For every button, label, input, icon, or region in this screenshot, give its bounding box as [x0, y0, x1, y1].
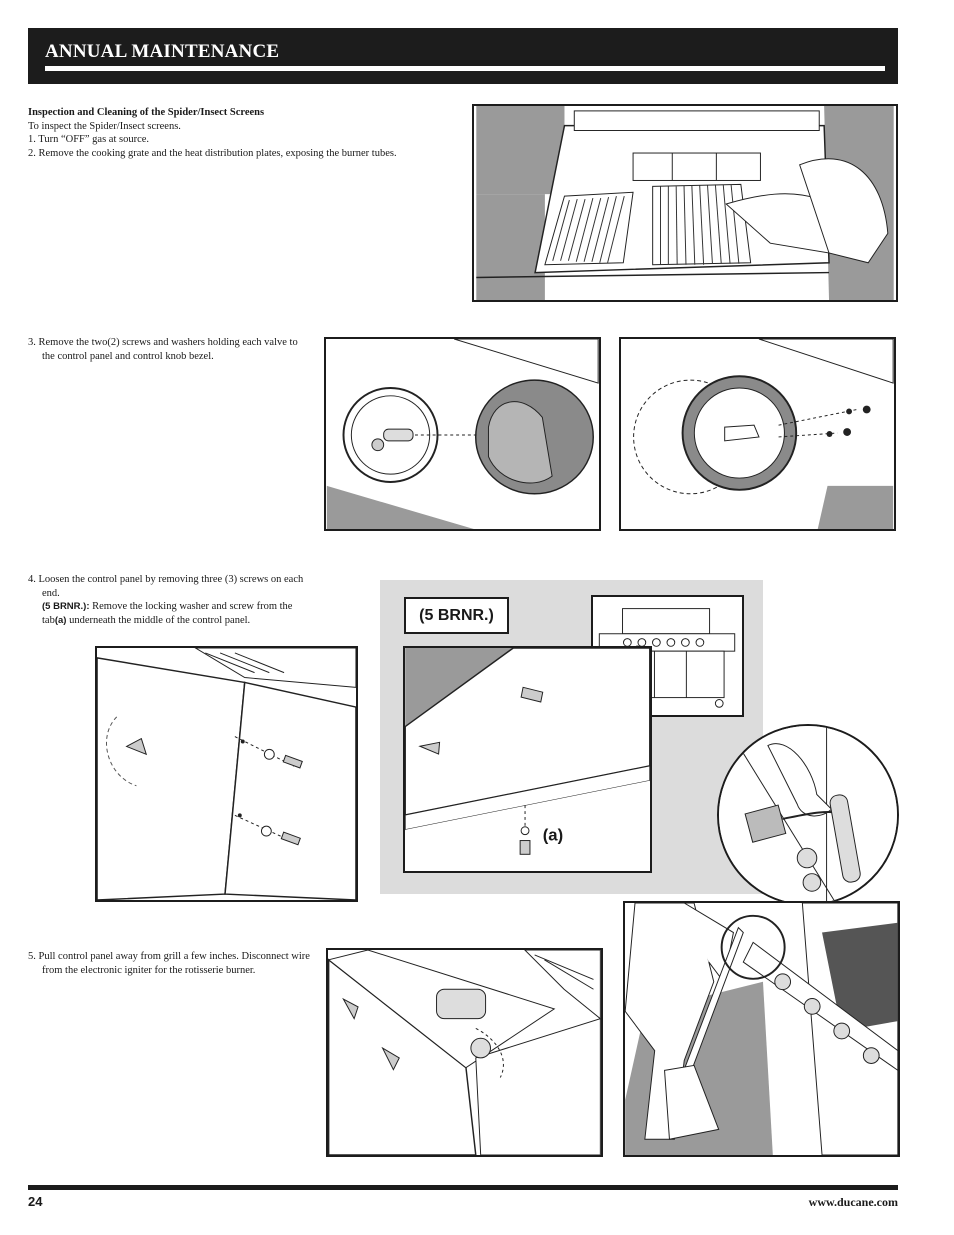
underside-tab-illustration: (a): [405, 648, 650, 871]
step-5-text: 5. Pull control panel away from grill a …: [28, 950, 318, 977]
step-4-note-post: underneath the middle of the control pan…: [66, 614, 251, 626]
figure-panel-pulled: [326, 948, 603, 1157]
section-heading: Inspection and Cleaning of the Spider/In…: [28, 107, 265, 118]
step-5: 5. Pull control panel away from grill a …: [28, 951, 310, 976]
figure-person-pulling-panel: [623, 901, 900, 1157]
step-4-note: (5 BRNR.): Remove the locking washer and…: [28, 600, 318, 627]
grill-grates-illustration: [476, 106, 894, 300]
figure-panel-screws: [95, 646, 358, 902]
figure-knob-removal: [324, 337, 601, 531]
step-3: 3. Remove the two(2) screws and washers …: [28, 337, 298, 362]
step-4-note-pre: Remove the locking washer and screw from…: [42, 601, 293, 626]
step-2: 2. Remove the cooking grate and the heat…: [28, 147, 397, 159]
step-4-note-label: (5 BRNR.):: [42, 601, 90, 612]
five-burner-label: (5 BRNR.): [404, 597, 509, 634]
step-4-note-tab: (a): [54, 614, 67, 626]
footer-bar: [28, 1185, 898, 1190]
knob-removal-illustration: [326, 339, 599, 529]
tab-label: (a): [543, 826, 563, 845]
step-1: 1. Turn “OFF” gas at source.: [28, 134, 150, 145]
panel-pulled-illustration: [328, 950, 601, 1155]
header-rule: [45, 66, 885, 71]
website-url: www.ducane.com: [808, 1195, 898, 1209]
step-4: 4. Loosen the control panel by removing …: [28, 574, 304, 599]
page-number: 24: [28, 1194, 43, 1209]
header-bar: ANNUAL MAINTENANCE: [28, 28, 898, 84]
step-3-text: 3. Remove the two(2) screws and washers …: [28, 336, 308, 363]
figure-igniter-detail: [717, 724, 899, 906]
figure-bezel-removal: [619, 337, 896, 531]
section-intro: To inspect the Spider/Insect screens.: [28, 120, 181, 132]
figure-grill-grates: [472, 104, 898, 302]
igniter-detail-illustration: [719, 726, 897, 904]
panel-screws-illustration: [97, 648, 356, 900]
intro-text: Inspection and Cleaning of the Spider/In…: [28, 106, 438, 160]
step-4-text: 4. Loosen the control panel by removing …: [28, 573, 318, 627]
figure-underside-tab: (a): [403, 646, 652, 873]
bezel-removal-illustration: [621, 339, 894, 529]
page-title: ANNUAL MAINTENANCE: [45, 41, 280, 62]
person-pulling-panel-illustration: [625, 903, 898, 1155]
